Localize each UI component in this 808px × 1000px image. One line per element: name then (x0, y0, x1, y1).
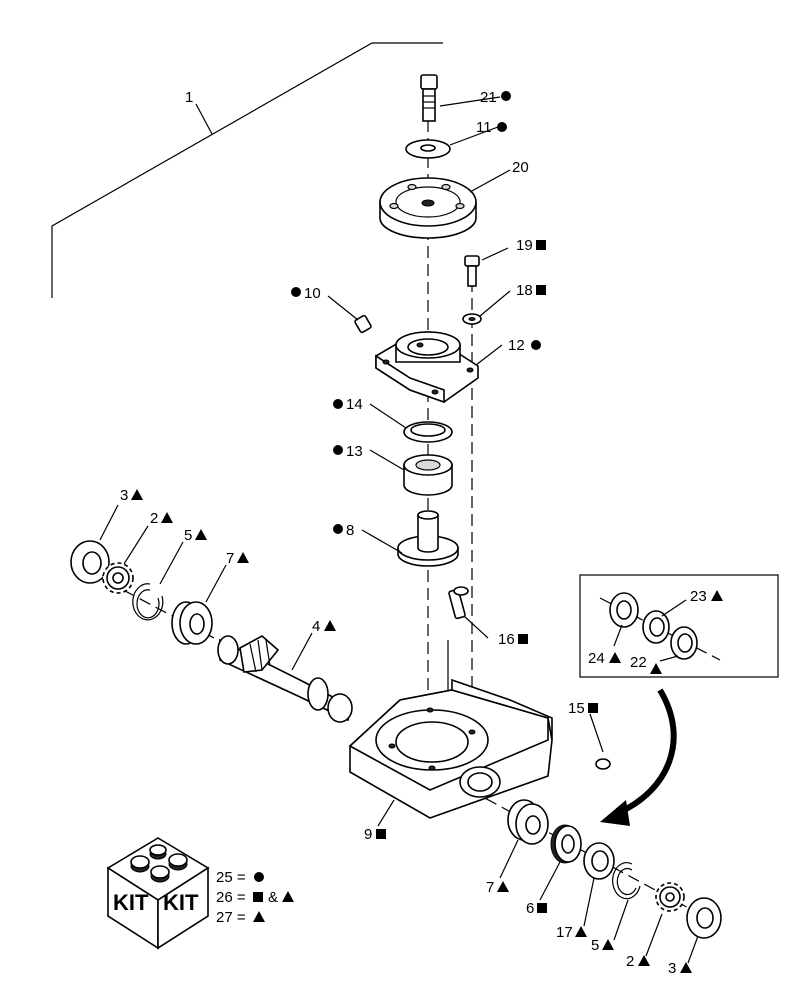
triangle-symbol (602, 939, 614, 950)
triangle-symbol (638, 955, 650, 966)
callout-5-left: 5 (184, 527, 192, 544)
kit-legend: 25 = 26 = & 27 = (216, 869, 294, 926)
triangle-symbol (680, 962, 692, 973)
washer-11 (405, 139, 451, 159)
triangle-symbol (575, 926, 587, 937)
circle-symbol (333, 399, 343, 409)
circle-symbol (333, 445, 343, 455)
square-symbol (537, 903, 547, 913)
kit-box-icon: KIT KIT (106, 837, 210, 950)
callout-12: 12 (508, 337, 525, 354)
kit-line-26-amp: & (268, 889, 278, 906)
triangle-symbol (237, 552, 249, 563)
callout-13: 13 (346, 443, 363, 460)
seal-3-right (686, 897, 722, 939)
washer-18 (462, 313, 482, 325)
pinion-shaft-4 (217, 635, 353, 723)
fitting-16 (448, 586, 469, 620)
callout-18: 18 (516, 282, 533, 299)
triangle-symbol (131, 489, 143, 500)
detail-arrow (600, 688, 677, 826)
callout-6: 6 (526, 900, 534, 917)
square-symbol (588, 703, 598, 713)
callout-21: 21 (480, 89, 497, 106)
bearing-7-left (171, 601, 213, 645)
cap-20 (379, 177, 477, 239)
triangle-symbol (324, 620, 336, 631)
triangle-symbol (711, 590, 723, 601)
circle-symbol (291, 287, 301, 297)
callout-17: 17 (556, 924, 573, 941)
kit-line-27: 27 = (216, 909, 246, 926)
callout-15: 15 (568, 700, 585, 717)
ring-14 (403, 421, 453, 443)
callout-2-right: 2 (626, 953, 634, 970)
washer-17 (583, 842, 615, 880)
kit-label-right: KIT (163, 890, 199, 915)
circle-symbol (497, 122, 507, 132)
circle-symbol (531, 340, 541, 350)
callout-10: 10 (304, 285, 321, 302)
callout-7-left: 7 (226, 550, 234, 567)
callout-4: 4 (312, 618, 320, 635)
bolt-21 (420, 74, 438, 122)
plug-15 (595, 758, 611, 770)
bearing-13 (403, 454, 453, 496)
bearing-housing-12 (375, 331, 479, 404)
gearbox-housing-9 (348, 640, 553, 819)
callout-2-left: 2 (150, 510, 158, 527)
callout-14: 14 (346, 396, 363, 413)
triangle-symbol (650, 663, 662, 674)
grease-fitting-10 (354, 314, 372, 334)
callout-20: 20 (512, 159, 529, 176)
kit-label-left: KIT (113, 890, 149, 915)
callout-3-left: 3 (120, 487, 128, 504)
callout-7-right: 7 (486, 879, 494, 896)
square-symbol (253, 892, 263, 902)
leader-lines (99, 96, 699, 964)
bearing-7-right (507, 799, 549, 845)
callout-8: 8 (346, 522, 354, 539)
callout-1: 1 (185, 89, 193, 106)
bolt-19 (464, 255, 480, 287)
callout-9: 9 (364, 826, 372, 843)
snap-ring-5-right (612, 862, 641, 900)
callout-5-right: 5 (591, 937, 599, 954)
square-symbol (518, 634, 528, 644)
square-symbol (536, 240, 546, 250)
callout-3-right: 3 (668, 960, 676, 977)
circle-symbol (501, 91, 511, 101)
sprocket-2-right (655, 882, 685, 912)
callout-16: 16 (498, 631, 515, 648)
triangle-symbol (497, 881, 509, 892)
triangle-symbol (609, 652, 621, 663)
square-symbol (376, 829, 386, 839)
snap-ring-5-left (132, 583, 164, 621)
square-symbol (536, 285, 546, 295)
assembly-bracket (51, 42, 443, 298)
seal-6 (550, 824, 582, 864)
circle-symbol (254, 872, 264, 882)
callouts: 1 21 11 20 19 18 10 12 14 13 8 3 2 5 7 4… (120, 89, 723, 977)
kit-line-26: 26 = (216, 889, 246, 906)
triangle-symbol (253, 911, 265, 922)
sprocket-2-left (102, 562, 134, 594)
callout-11: 11 (476, 119, 492, 136)
triangle-symbol (161, 512, 173, 523)
kit-line-25: 25 = (216, 869, 246, 886)
triangle-symbol (282, 891, 294, 902)
callout-22: 22 (630, 654, 647, 671)
gear-shaft-8 (397, 510, 459, 567)
triangle-symbol (195, 529, 207, 540)
circle-symbol (333, 524, 343, 534)
callout-19: 19 (516, 237, 533, 254)
seal-3-left (70, 540, 110, 584)
callout-24: 24 (588, 650, 605, 667)
callout-23: 23 (690, 588, 707, 605)
detail-inset (579, 574, 779, 678)
